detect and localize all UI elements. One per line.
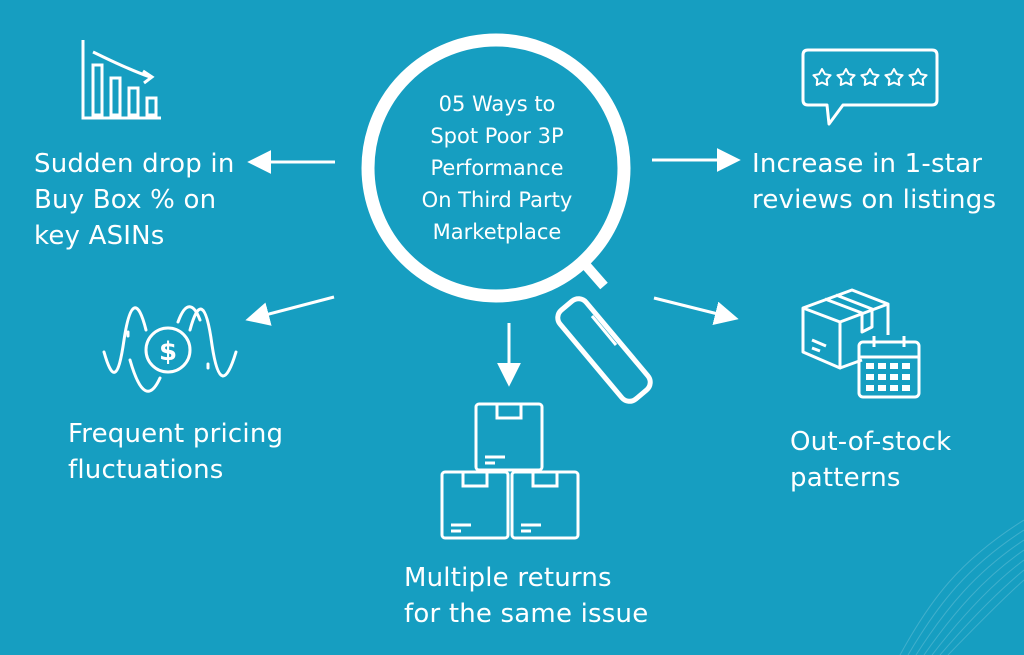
star-rating-speech-bubble-icon	[801, 48, 939, 126]
box-calendar-icon	[801, 288, 921, 399]
magnifying-glass-icon	[361, 33, 653, 404]
decorative-waves	[899, 519, 1024, 655]
item-label-returns: Multiple returns for the same issue	[404, 563, 649, 629]
center-title: 05 Ways to Spot Poor 3P Performance On T…	[421, 92, 573, 244]
item-label-pricing: Frequent pricing fluctuations	[68, 419, 284, 485]
arrow-to-stock	[653, 296, 739, 325]
declining-bar-chart-icon	[81, 40, 161, 120]
item-label-reviews: Increase in 1-star reviews on listings	[752, 149, 997, 215]
price-fluctuation-wave-icon: $	[102, 305, 238, 393]
item-label-stock: Out-of-stock patterns	[790, 427, 952, 493]
arrow-to-pricing	[245, 295, 335, 326]
item-label-buybox: Sudden drop in Buy Box % on key ASINs	[34, 149, 235, 251]
stacked-boxes-icon	[440, 402, 580, 540]
svg-text:$: $	[159, 337, 177, 367]
